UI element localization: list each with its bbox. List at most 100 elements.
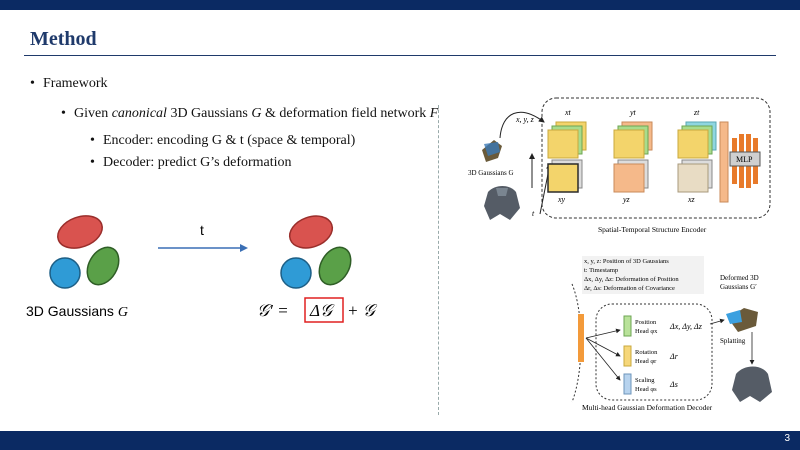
deformed-cloud-highlight: [726, 310, 742, 324]
splatting-label: Splatting: [720, 337, 746, 345]
given-symbol-f: F: [429, 106, 439, 121]
equation-lhs: 𝒢′ =: [257, 301, 289, 320]
gaussian-cloud-highlight: [484, 142, 500, 156]
legend-line-2: t: Timestamp: [584, 267, 618, 274]
scaling-head-sub: Head φs: [635, 386, 657, 393]
encoder-time-label: t: [532, 209, 535, 218]
green-gaussian: [86, 246, 120, 286]
scaling-head-block: [623, 373, 632, 395]
rendered-character-icon: [732, 366, 772, 402]
equation-box: Δ𝒢: [309, 301, 335, 320]
label-xz: xz: [687, 195, 696, 204]
to-scaling-arrow: [585, 337, 621, 381]
bullet-encoder-text: Encoder: encoding G & t (space & tempora…: [103, 133, 356, 148]
given-text-2: 3D Gaussians: [166, 106, 252, 121]
bullet-given: • Given canonical 3D Gaussians G & defor…: [61, 106, 439, 122]
given-text-1: Given: [74, 106, 112, 121]
red-gaussian: [57, 215, 103, 249]
given-text-3: & deformation field network: [261, 106, 430, 121]
mlp-label: MLP: [736, 155, 753, 164]
given-canonical: canonical: [111, 106, 167, 121]
decoder-input-column: [578, 314, 584, 362]
page-number: 3: [784, 433, 790, 444]
bullet-dot: •: [61, 106, 66, 121]
rotation-head-sub: Head φr: [635, 358, 657, 365]
delta-box: [304, 297, 344, 323]
encoder-gaussians-label: 3D Gaussians G: [468, 169, 514, 177]
position-head-name: Position: [635, 319, 657, 326]
encoder-caption: Spatial-Temporal Structure Encoder: [598, 225, 707, 234]
divider-dashed: [438, 105, 439, 415]
label-yt: yt: [629, 108, 637, 117]
equation-rhs: + 𝒢: [347, 301, 378, 320]
arrow-label: t: [200, 222, 204, 238]
slide-title: Method: [30, 28, 97, 50]
position-head-block: [623, 315, 632, 337]
rotation-head-name: Rotation: [635, 349, 658, 356]
plane-xy: [547, 159, 583, 193]
coords-arrow: [499, 111, 545, 139]
plane-xz-grid: [677, 163, 709, 193]
feature-column: [719, 121, 729, 203]
plane-zt-grid-front: [677, 129, 709, 159]
position-head-output: Δx, Δy, Δz: [669, 322, 703, 331]
legend-box: [582, 256, 704, 294]
plane-xz: [677, 159, 713, 193]
to-position-arrow: [585, 328, 621, 339]
mlp-box: [729, 151, 761, 167]
decoder-boundary-left: [571, 283, 582, 403]
left-figure: t 3D Gaussians G 𝒢′ = Δ𝒢 + 𝒢: [26, 215, 378, 323]
bullet-dot: •: [30, 76, 35, 91]
position-head-sub: Head φx: [635, 328, 658, 335]
label-zt: zt: [693, 108, 700, 117]
scaling-head-name: Scaling: [635, 377, 655, 384]
time-arrow-head: [240, 244, 248, 252]
label-xy: xy: [557, 195, 566, 204]
blue-gaussian: [49, 257, 81, 289]
legend-line-1: x, y, z: Position of 3D Gaussians: [584, 258, 669, 265]
rotation-head-block: [623, 345, 632, 367]
plane-yz: [613, 159, 649, 193]
bullet-framework: • Framework: [30, 76, 108, 92]
green-gaussian-deformed: [318, 246, 352, 286]
bullet-dot: •: [90, 155, 95, 170]
bullet-decoder-text: Decoder: predict G’s deformation: [103, 155, 292, 170]
rotation-head-output: Δr: [669, 352, 679, 361]
deformed-label-2: Gaussians G′: [720, 283, 757, 291]
deformed-label-1: Deformed 3D: [720, 274, 759, 282]
to-deformed-arrow: [709, 318, 725, 325]
plane-yt-grid-front: [613, 129, 645, 159]
top-bar: [0, 0, 800, 10]
given-symbol-g: G: [251, 106, 262, 121]
bullet-decoder: • Decoder: predict G’s deformation: [90, 155, 292, 171]
plane-xt-grid-front: [547, 129, 579, 159]
plane-yt: [613, 121, 653, 159]
decoder-caption: Multi-head Gaussian Deformation Decoder: [582, 403, 713, 412]
legend-line-3: Δx, Δy, Δz: Deformation of Position: [584, 276, 679, 283]
gaussians-label: 3D Gaussians G: [26, 303, 128, 320]
legend-line-4: Δr, Δs: Deformation of Covariance: [584, 285, 675, 292]
gaussians-symbol: G: [118, 305, 128, 320]
encoder-coords-label: x, y, z: [515, 115, 535, 124]
bullet-framework-text: Framework: [43, 76, 108, 91]
decoder-boundary: [595, 303, 713, 401]
title-divider: [24, 55, 776, 56]
plane-xt: [547, 121, 587, 159]
scaling-head-output: Δs: [669, 380, 678, 389]
label-yz: yz: [622, 195, 631, 204]
gaussians-label-text: 3D Gaussians: [26, 303, 114, 319]
character-icon: [484, 186, 520, 220]
plane-xy-grid: [547, 163, 579, 193]
decoder-figure: x, y, z: Position of 3D Gaussians t: Tim…: [571, 256, 772, 412]
encoder-boundary: [541, 97, 771, 219]
plane-zt: [677, 121, 717, 159]
bullet-encoder: • Encoder: encoding G & t (space & tempo…: [90, 133, 356, 149]
plane-yz-grid: [613, 163, 645, 193]
character-head-icon: [496, 188, 508, 196]
bullet-dot: •: [90, 133, 95, 148]
to-rotation-arrow: [585, 337, 621, 357]
bottom-bar: [0, 431, 800, 450]
red-gaussian-deformed: [288, 215, 334, 249]
blue-gaussian-deformed: [280, 257, 312, 289]
encoder-figure: 3D Gaussians G t x, y, z xt yt zt xy yz …: [468, 97, 771, 234]
